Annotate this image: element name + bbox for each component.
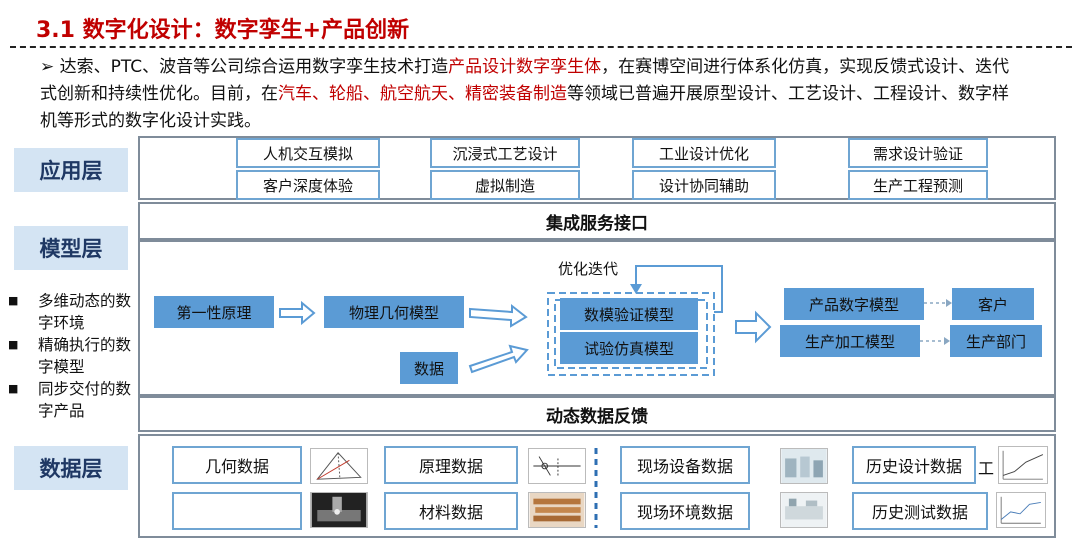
optimize-loop-arrowhead xyxy=(630,284,642,294)
feature-bullet-list: ■多维动态的数字环境 ■精确执行的数字模型 ■同步交付的数字产品 xyxy=(8,290,136,422)
optimize-loop-line xyxy=(635,265,723,313)
arrow-verify-to-product xyxy=(735,310,772,344)
integration-interface-band: 集成服务接口 xyxy=(138,202,1056,240)
physical-model-box: 物理几何模型 xyxy=(324,296,464,328)
intro-text-3: ，实现反馈式设计、迭代式创新和持续性优化。目前，在 xyxy=(40,57,1010,104)
intro-highlight-1: 产品设计数字孪生体 xyxy=(448,57,602,77)
square-bullet-icon: ■ xyxy=(8,382,19,395)
geometry-thumbnail xyxy=(310,448,368,484)
intro-text-2: ，在赛博空间进行体系化仿真 xyxy=(601,57,823,77)
app-box-virtual-mfg: 虚拟制造 xyxy=(430,170,580,200)
equipment-thumbnail xyxy=(780,448,828,484)
intro-text-5: 已普遍开展原型设计、工艺设计、工程设计、数字样机等形式的数字化设计实践。 xyxy=(40,84,1009,131)
data-layer-label: 数据层 xyxy=(14,446,128,490)
app-box-industrial-design: 工业设计优化 xyxy=(632,138,776,168)
machining-thumbnail xyxy=(310,492,368,528)
feature-bullet-item: ■精确执行的数字模型 xyxy=(8,336,132,376)
intro-paragraph: ➢ 达索、PTC、波音等公司综合运用数字孪生技术打造产品设计数字孪生体，在赛博空… xyxy=(40,54,1020,135)
geometry-data-box: 几何数据 xyxy=(172,446,302,484)
app-box-production-forecast: 生产工程预测 xyxy=(848,170,988,200)
numeric-verify-model-box: 数模验证模型 xyxy=(560,298,698,330)
arrow-model-to-verify xyxy=(469,303,528,328)
principle-thumbnail xyxy=(528,448,586,484)
environment-thumbnail xyxy=(780,492,828,528)
app-box-immersive-process: 沉浸式工艺设计 xyxy=(430,138,580,168)
site-equipment-data-box: 现场设备数据 xyxy=(620,446,750,484)
history-test-thumbnail xyxy=(996,492,1046,528)
square-bullet-icon: ■ xyxy=(8,294,19,307)
title-divider xyxy=(10,46,1072,48)
history-test-data-box: 历史测试数据 xyxy=(852,492,988,530)
connector-arrowhead xyxy=(946,299,952,307)
data-box: 数据 xyxy=(400,352,458,384)
customer-box: 客户 xyxy=(952,288,1034,320)
model-layer-label: 模型层 xyxy=(14,226,128,270)
slide-title: 3.1 数字化设计：数字孪生+产品创新 xyxy=(36,18,410,43)
principle-data-box: 原理数据 xyxy=(384,446,518,484)
feature-bullet-item: ■多维动态的数字环境 xyxy=(8,292,132,332)
test-simulation-model-box: 试验仿真模型 xyxy=(560,332,698,364)
first-principle-box: 第一性原理 xyxy=(154,296,274,328)
product-digital-model-box: 产品数字模型 xyxy=(784,288,924,320)
production-process-model-box: 生产加工模型 xyxy=(780,325,920,357)
arrow-data-to-verify xyxy=(468,344,529,374)
app-box-requirement-verify: 需求设计验证 xyxy=(848,138,988,168)
connector-arrowhead xyxy=(944,337,950,345)
optimize-label: 优化迭代 xyxy=(558,260,619,278)
application-layer-label: 应用层 xyxy=(14,148,128,192)
site-environment-data-box: 现场环境数据 xyxy=(620,492,750,530)
verify-group-outer-frame xyxy=(547,292,715,376)
intro-text-4: 等领域 xyxy=(567,84,618,104)
material-thumbnail xyxy=(528,492,586,528)
history-design-thumbnail xyxy=(998,446,1048,484)
app-box-hmi-sim: 人机交互模拟 xyxy=(236,138,380,168)
app-box-customer-exp: 客户深度体验 xyxy=(236,170,380,200)
feature-bullet-item: ■同步交付的数字产品 xyxy=(8,380,132,420)
material-data-box: 材料数据 xyxy=(384,492,518,530)
intro-text-1: 达索、PTC、波音等公司综合运用数字孪生技术打造 xyxy=(59,57,449,77)
production-dept-box: 生产部门 xyxy=(950,325,1042,357)
dynamic-feedback-band: 动态数据反馈 xyxy=(138,396,1056,432)
bullet-marker-icon: ➢ xyxy=(40,57,55,77)
truncated-label: 工 xyxy=(978,459,995,478)
blank-data-box xyxy=(172,492,302,530)
intro-highlight-2: 汽车、轮船、航空航天、精密装备制造 xyxy=(278,84,567,104)
arrow-principle-to-model xyxy=(279,300,316,326)
history-design-data-box: 历史设计数据 xyxy=(852,446,976,484)
square-bullet-icon: ■ xyxy=(8,338,19,351)
app-box-design-collab: 设计协同辅助 xyxy=(632,170,776,200)
